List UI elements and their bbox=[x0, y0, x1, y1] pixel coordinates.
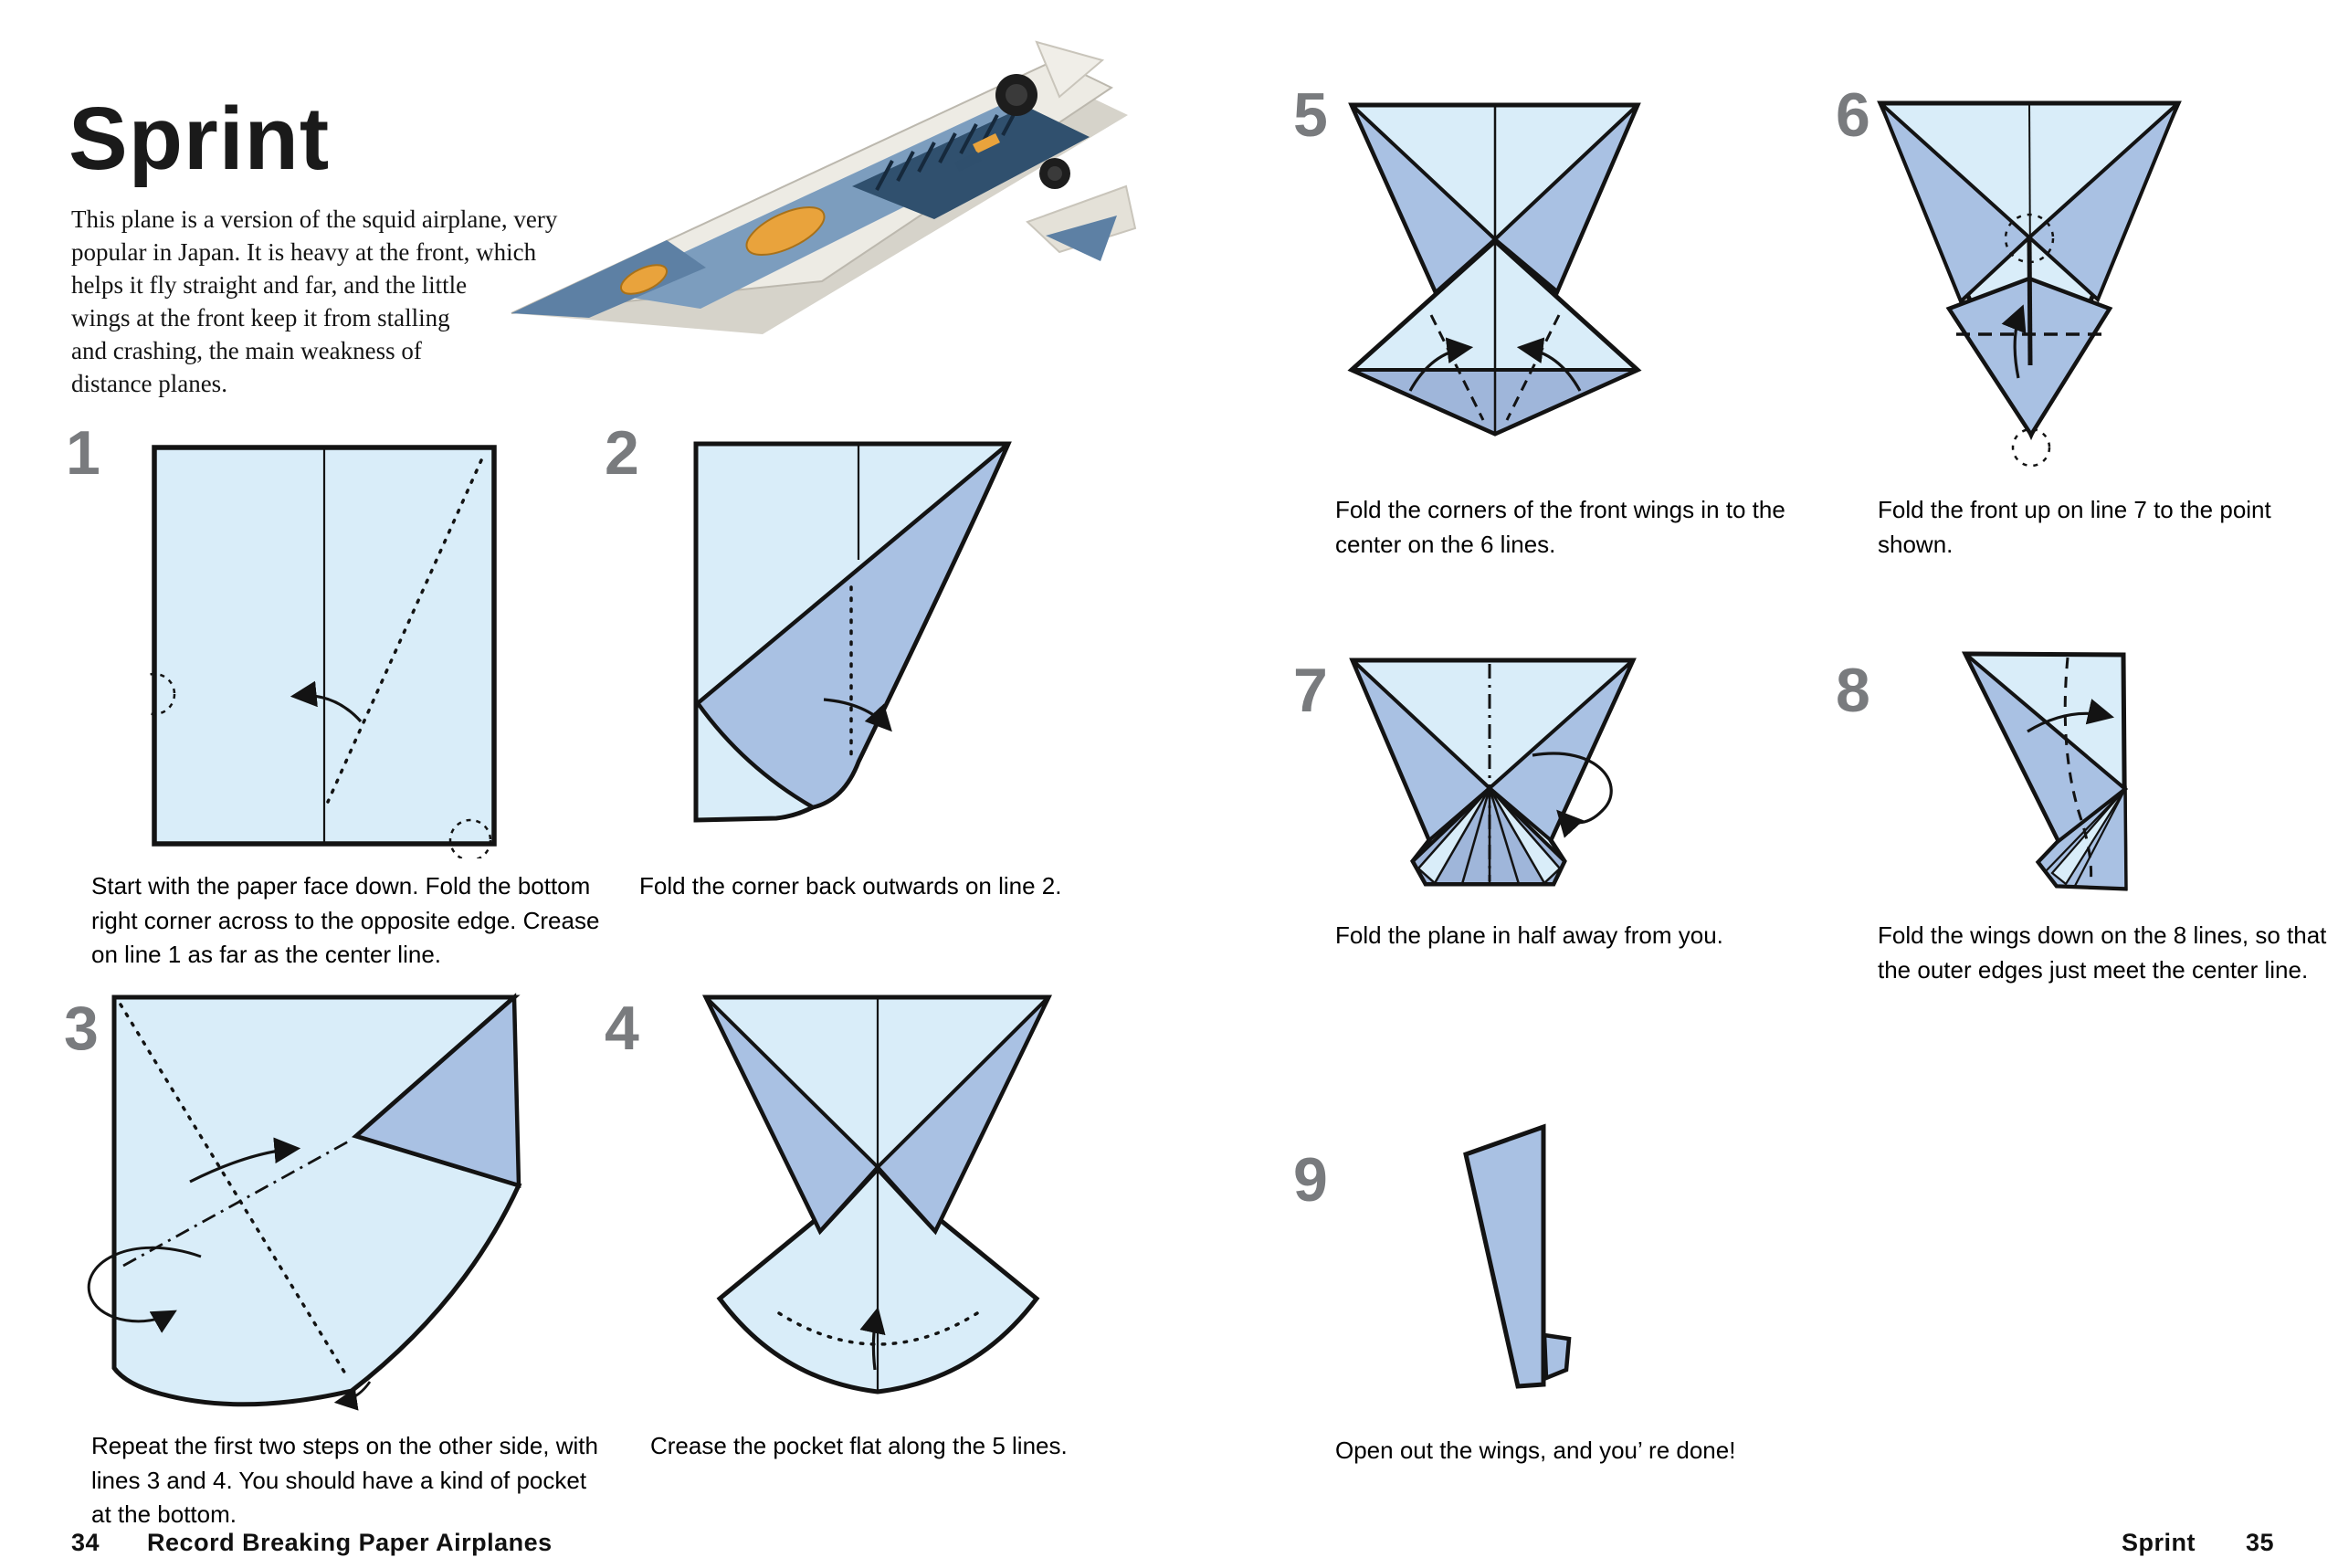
step-1-caption: Start with the paper face down. Fold the… bbox=[91, 872, 600, 969]
step-5-diagram-svg bbox=[1347, 102, 1642, 437]
section-title: Sprint bbox=[2121, 1529, 2196, 1556]
step-5-diagram bbox=[1344, 91, 1655, 461]
step-9-diagram-svg bbox=[1463, 1123, 1572, 1389]
footer-left: 34 Record Breaking Paper Airplanes bbox=[71, 1529, 553, 1557]
book-title: Record Breaking Paper Airplanes bbox=[147, 1529, 553, 1556]
step-1-diagram bbox=[132, 440, 507, 863]
step-7-diagram bbox=[1345, 653, 1738, 941]
footer-right: Sprint 35 bbox=[2122, 1529, 2274, 1557]
step-9-number: 9 bbox=[1293, 1145, 1328, 1215]
step-4-diagram-svg bbox=[701, 994, 1052, 1394]
step-8-diagram bbox=[1956, 645, 2139, 905]
page-number-left: 34 bbox=[71, 1529, 100, 1556]
step-8-number: 8 bbox=[1836, 656, 1870, 725]
step-3-number: 3 bbox=[64, 994, 99, 1063]
step-4-number: 4 bbox=[605, 994, 639, 1063]
step-4-caption: Crease the pocket flat along the 5 lines… bbox=[650, 1432, 1068, 1459]
step-1-number: 1 bbox=[66, 418, 100, 488]
step-3-diagram-svg bbox=[87, 993, 522, 1411]
airplane-photo-graphic bbox=[511, 40, 1137, 334]
step-9-caption: Open out the wings, and you’ re done! bbox=[1335, 1436, 1736, 1464]
step-2-diagram-svg bbox=[693, 441, 1012, 823]
step-6-diagram-svg bbox=[1877, 100, 2182, 468]
step-8-caption: Fold the wings down on the 8 lines, so t… bbox=[1878, 921, 2327, 984]
step-6-caption: Fold the front up on line 7 to the point… bbox=[1878, 496, 2271, 558]
step-2-number: 2 bbox=[605, 418, 639, 488]
step-5-number: 5 bbox=[1293, 80, 1328, 150]
step-3-caption: Repeat the first two steps on the other … bbox=[91, 1432, 598, 1529]
step-1-diagram-svg bbox=[132, 445, 497, 862]
page-title: Sprint bbox=[68, 88, 331, 188]
step-8-diagram-svg bbox=[1961, 651, 2129, 891]
step-6-number: 6 bbox=[1836, 80, 1870, 150]
step-3-diagram bbox=[55, 992, 530, 1427]
step-9-diagram bbox=[1454, 1120, 1582, 1416]
step-6-diagram bbox=[1874, 89, 2189, 496]
page-number-right: 35 bbox=[2245, 1529, 2274, 1556]
step-4-diagram bbox=[692, 992, 1058, 1426]
step-7-caption: Fold the plane in half away from you. bbox=[1335, 921, 1723, 949]
airplane-photo bbox=[461, 7, 1146, 409]
intro-paragraph: This plane is a version of the squid air… bbox=[71, 205, 558, 397]
step-7-number: 7 bbox=[1293, 656, 1328, 725]
step-5-caption: Fold the corners of the front wings in t… bbox=[1335, 496, 1785, 558]
step-7-diagram-svg bbox=[1349, 658, 1637, 887]
step-2-caption: Fold the corner back outwards on line 2. bbox=[639, 872, 1062, 900]
step-2-diagram bbox=[687, 437, 1057, 863]
